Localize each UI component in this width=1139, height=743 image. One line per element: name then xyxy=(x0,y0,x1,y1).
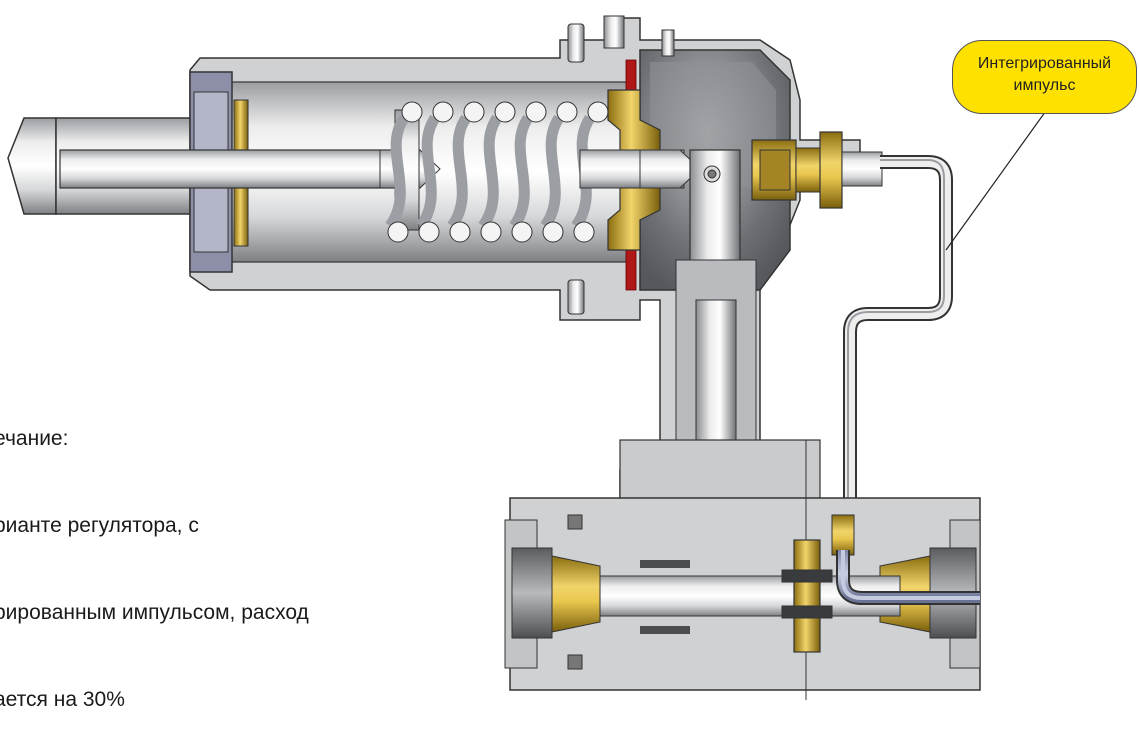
impulse-fitting xyxy=(751,131,883,209)
regulator-cutaway-diagram xyxy=(7,15,1049,700)
note-line: рированным импульсом, расход xyxy=(0,601,309,624)
valve-body xyxy=(504,439,981,700)
spring-coil-section xyxy=(449,221,471,243)
spring-coil-section xyxy=(511,221,533,243)
spring-coil-section xyxy=(480,221,502,243)
spring-coil-section xyxy=(573,221,595,243)
note-text: ечание: рианте регулятора, с рированным … xyxy=(0,366,309,743)
spring-coil-wire xyxy=(416,114,440,230)
spring-coil-section xyxy=(387,221,409,243)
spring-coil-section xyxy=(432,101,454,123)
spring-coil-section xyxy=(494,101,516,123)
spring-coil-wire xyxy=(385,114,409,230)
callout-line-1: Интегрированный xyxy=(977,55,1112,72)
spring-coil-wire xyxy=(509,114,533,230)
note-line: рианте регулятора, с xyxy=(0,514,199,537)
spring-coil-section xyxy=(401,101,423,123)
callout-leader-line xyxy=(945,107,1049,251)
integrated-impulse-callout: Интегрированный импульс xyxy=(952,40,1137,114)
adjusting-spring xyxy=(385,101,609,243)
flange-bolt xyxy=(567,23,585,63)
impulse-tube xyxy=(843,155,953,520)
spring-coil-section xyxy=(525,101,547,123)
note-line: ается на 30% xyxy=(0,688,125,711)
spring-coil-section xyxy=(418,221,440,243)
callout-line-2: импульс xyxy=(1013,77,1076,94)
spring-coil-wire xyxy=(540,114,564,230)
vent-plug xyxy=(603,15,625,49)
diaphragm-plate xyxy=(579,89,701,251)
flange-bolt xyxy=(567,279,585,315)
spring-coil-section xyxy=(463,101,485,123)
spring-coil-section xyxy=(556,101,578,123)
spring-coil-wire xyxy=(447,114,471,230)
spring-coil-section xyxy=(542,221,564,243)
note-line: ечание: xyxy=(0,427,69,450)
spring-coil-wire xyxy=(478,114,502,230)
spring-coil-section xyxy=(587,101,609,123)
